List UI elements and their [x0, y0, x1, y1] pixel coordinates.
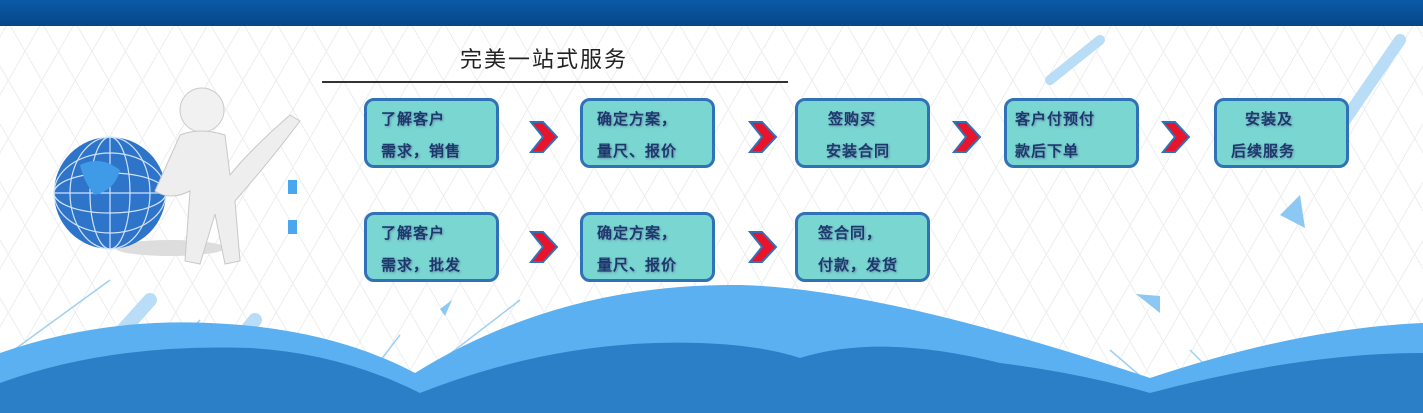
retail-step-5: 安装及后续服务 — [1214, 98, 1349, 168]
retail-step-2: 确定方案，量尺、报价 — [580, 98, 715, 168]
globe-person-illustration — [53, 87, 301, 265]
chevron-right-icon — [952, 121, 982, 153]
chevron-right-icon — [529, 231, 559, 263]
wholesale-step-3: 签合同，付款，发货 — [795, 212, 930, 282]
retail-step-1: 了解客户需求，销售 — [364, 98, 499, 168]
wholesale-step-2: 确定方案，量尺、报价 — [580, 212, 715, 282]
chevron-right-icon — [529, 121, 559, 153]
bottom-waves — [0, 284, 1423, 413]
chevron-right-icon — [748, 121, 778, 153]
page-title: 完美一站式服务 — [460, 48, 629, 73]
retail-step-3: 签购买安装合同 — [795, 98, 930, 168]
retail-step-4: 客户付预付款后下单 — [1004, 98, 1139, 168]
top-bar — [0, 0, 1423, 26]
chevron-right-icon — [1161, 121, 1191, 153]
decor-square — [288, 180, 297, 194]
decor-square — [288, 220, 297, 234]
title-underline — [322, 81, 788, 83]
wholesale-step-1: 了解客户需求，批发 — [364, 212, 499, 282]
chevron-right-icon — [748, 231, 778, 263]
